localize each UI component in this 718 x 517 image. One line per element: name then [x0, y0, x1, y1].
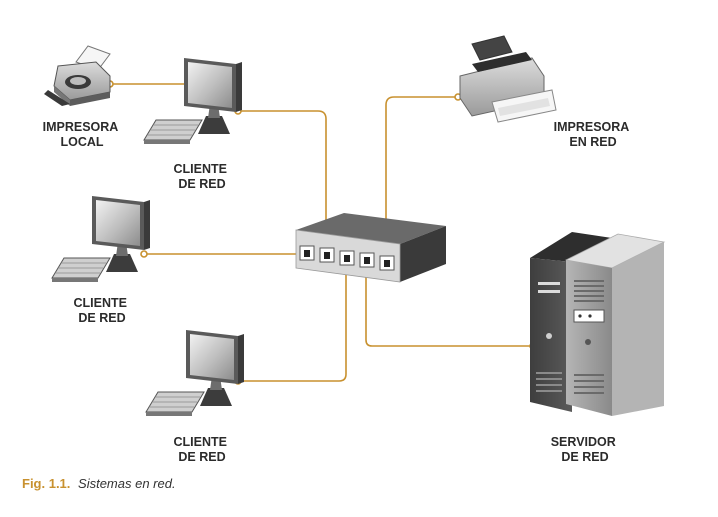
monitor-icon	[145, 329, 245, 417]
label-line: CLIENTE	[174, 162, 227, 176]
label-line: CLIENTE	[174, 435, 227, 449]
label-local-printer: IMPRESORA LOCAL	[43, 120, 122, 149]
network-cables	[110, 83, 533, 382]
label-network-printer: IMPRESORA EN RED	[554, 120, 633, 149]
cable-server	[365, 265, 533, 347]
printer-icon	[44, 45, 111, 106]
label-client-3: CLIENTE DE RED	[174, 435, 231, 464]
figure-number: Fig. 1.1.	[22, 476, 71, 491]
label-client-2: CLIENTE DE RED	[74, 296, 131, 325]
label-line: EN RED	[569, 135, 616, 149]
label-line: IMPRESORA	[554, 120, 630, 134]
label-line: LOCAL	[60, 135, 103, 149]
label-client-1: CLIENTE DE RED	[174, 162, 231, 191]
network-switch-icon	[295, 213, 446, 283]
label-line: DE RED	[561, 450, 608, 464]
label-line: IMPRESORA	[43, 120, 119, 134]
label-server: SERVIDOR DE RED	[551, 435, 620, 464]
cable-network-printer	[385, 96, 458, 258]
server-tower-icon	[530, 232, 666, 416]
label-line: SERVIDOR	[551, 435, 616, 449]
monitor-icon	[51, 195, 151, 283]
label-line: DE RED	[178, 450, 225, 464]
cable-client-1	[238, 110, 327, 253]
label-line: DE RED	[178, 177, 225, 191]
monitor-icon	[143, 57, 243, 145]
figure-caption-text: Sistemas en red.	[78, 476, 176, 491]
cable-client-3	[238, 262, 347, 382]
label-line: DE RED	[78, 311, 125, 325]
printer-icon	[459, 35, 557, 123]
figure-caption: Fig. 1.1. Sistemas en red.	[22, 476, 176, 491]
label-line: CLIENTE	[74, 296, 127, 310]
